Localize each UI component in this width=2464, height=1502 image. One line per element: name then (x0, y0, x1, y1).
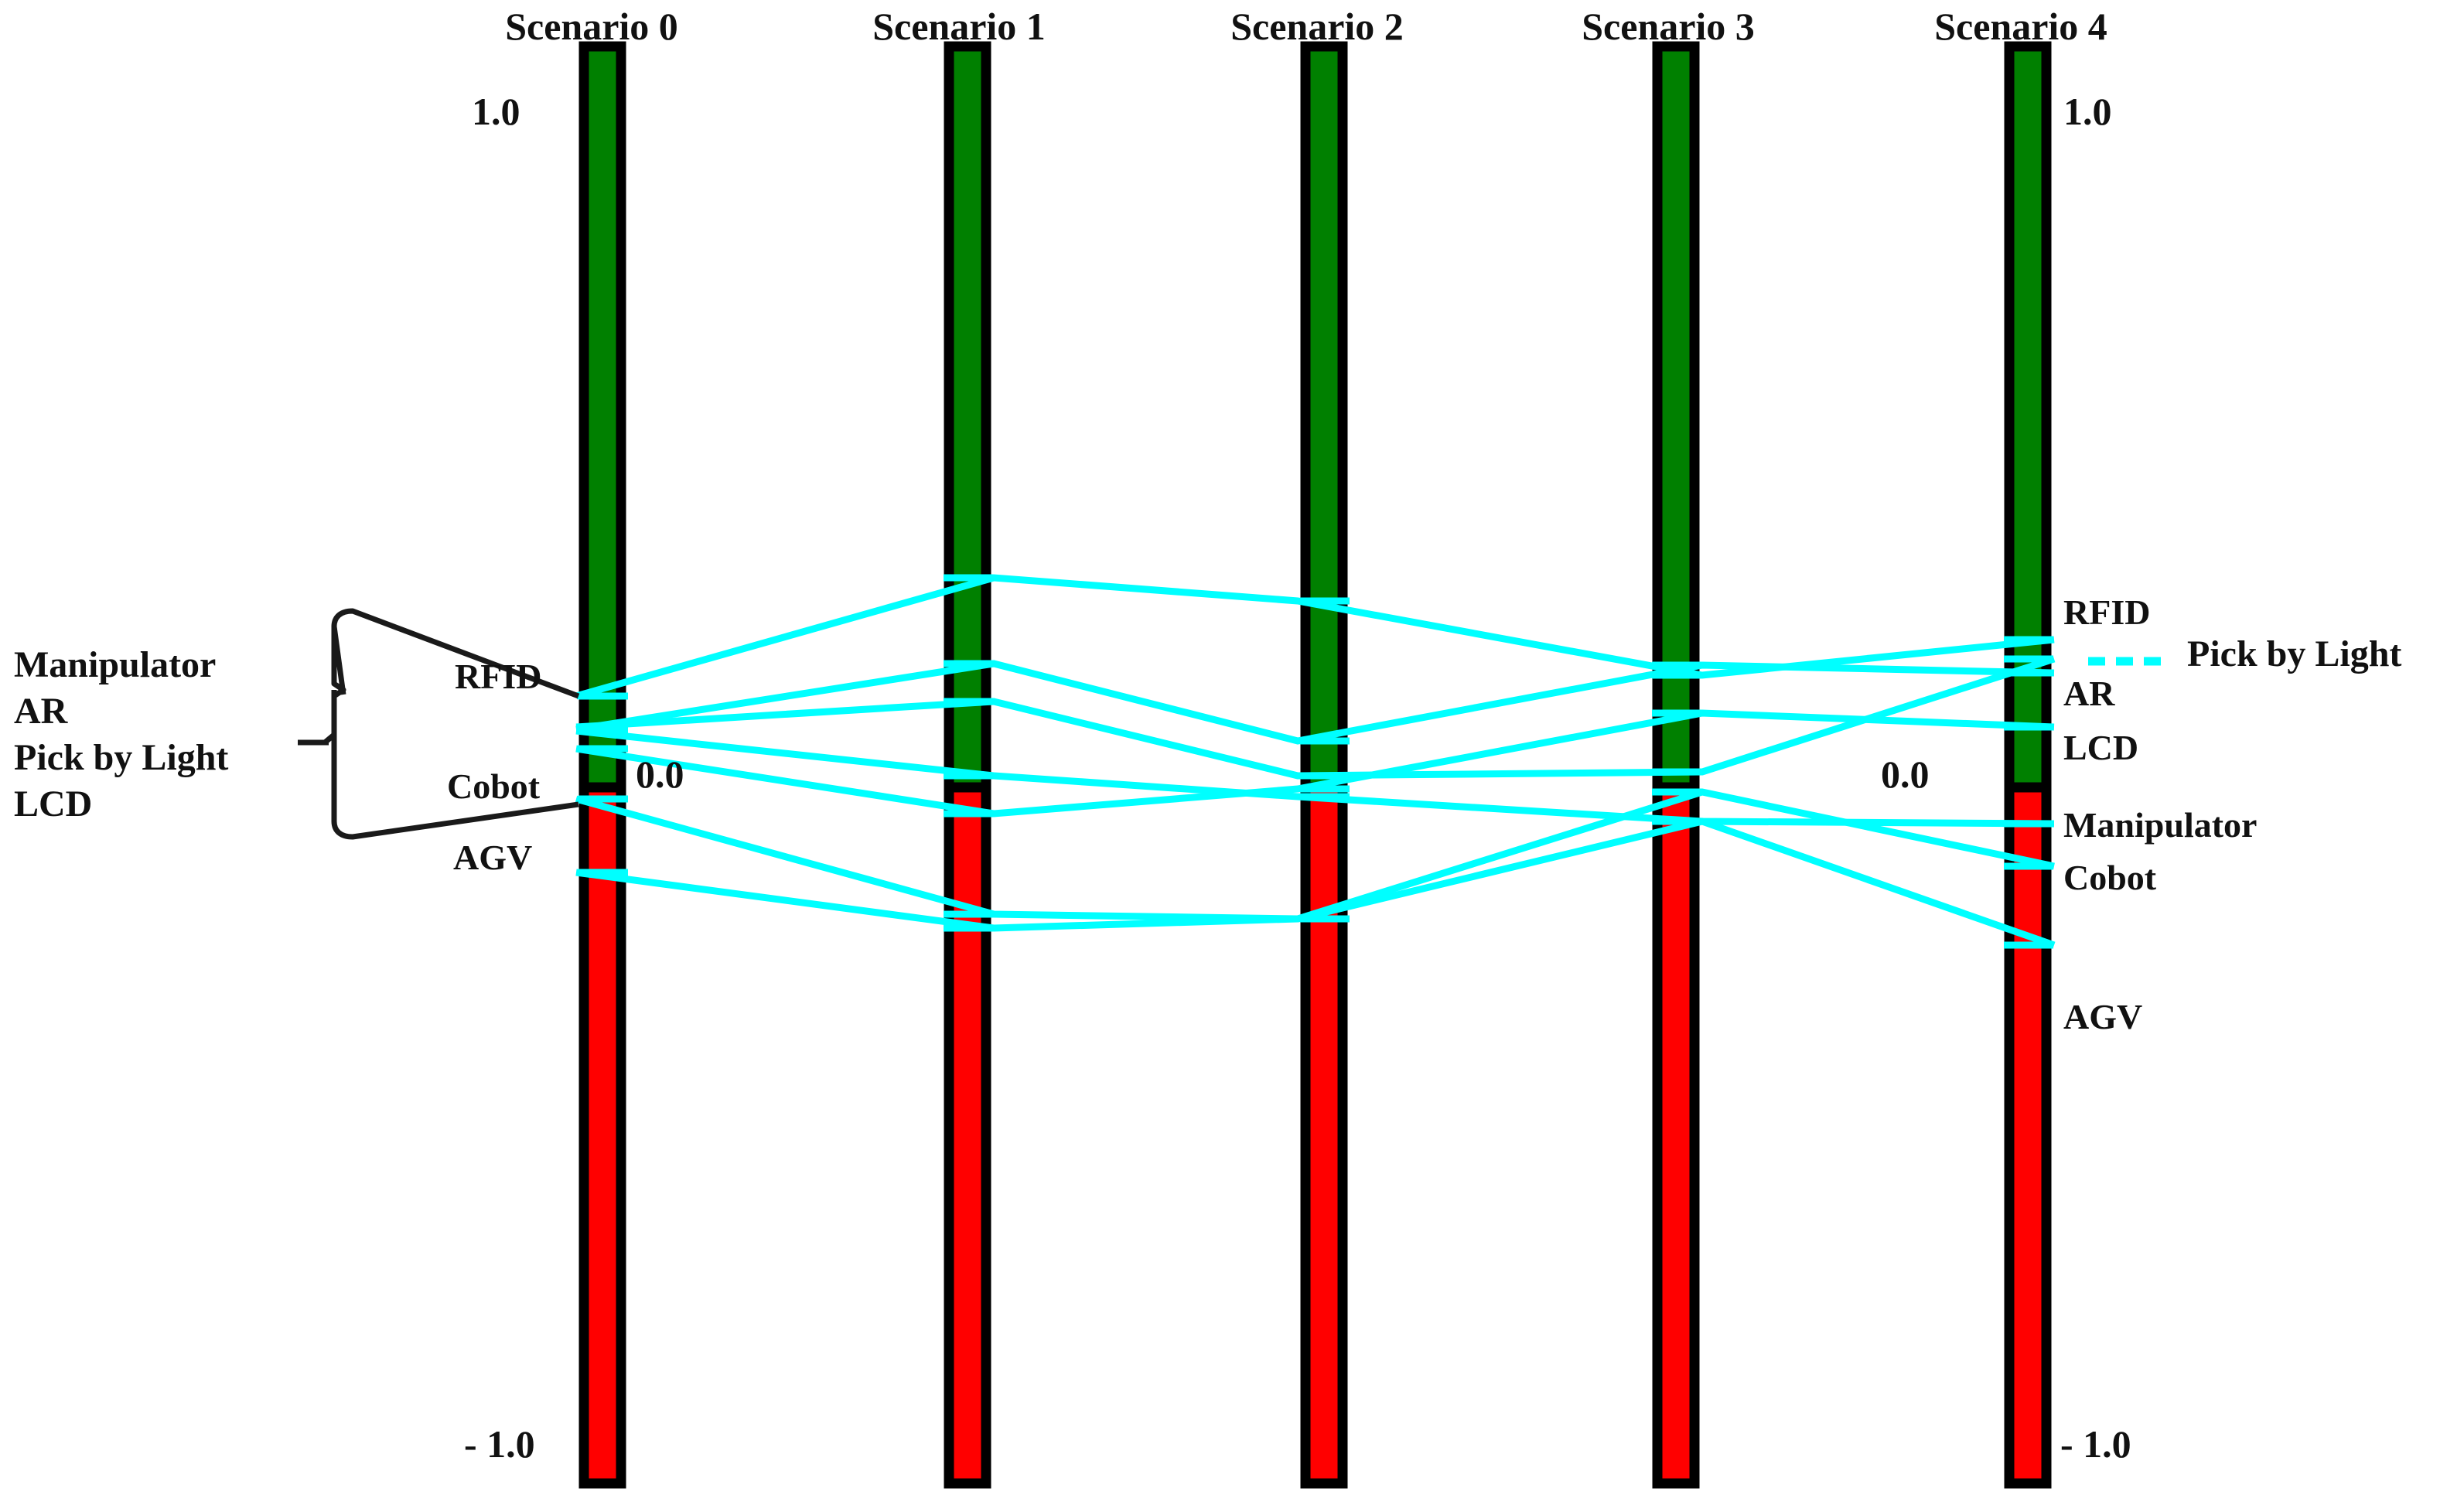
axis-title-scenario-1: Scenario 1 (872, 5, 1046, 48)
tick-label-right-rfid: RFID (2063, 592, 2151, 632)
axis-bar-scenario-3 (1652, 41, 1700, 1489)
series-line-rfid (575, 574, 2055, 700)
tick-label-left-rfid: RFID (455, 657, 542, 696)
series-line-agv (575, 818, 2056, 949)
series-line-pick-by-light (575, 655, 2056, 780)
scale-label-left-top: 1.0 (472, 90, 520, 133)
tick-label-left-agv: AGV (453, 838, 533, 877)
scale-label-right-top: 1.0 (2063, 90, 2112, 133)
scale-label-left-bottom: - 1.0 (464, 1422, 535, 1466)
axis-bar-scenario-0 (578, 41, 626, 1489)
series-line-manipulator (575, 727, 2055, 828)
left-group-item-pick-by-light: Pick by Light (14, 737, 229, 778)
left-group-item-manipulator: Manipulator (14, 644, 217, 685)
scale-label-right-bottom: - 1.0 (2060, 1422, 2131, 1466)
legend-label-pick-by-light: Pick by Light (2187, 633, 2402, 674)
scale-label-right-zero: 0.0 (1881, 753, 1930, 796)
tick-label-left-cobot: Cobot (447, 766, 541, 806)
tick-label-right-lcd: LCD (2063, 728, 2139, 767)
tick-label-right-cobot: Cobot (2063, 858, 2157, 897)
axis-title-scenario-4: Scenario 4 (1934, 5, 2107, 48)
axis-title-scenario-2: Scenario 2 (1230, 5, 1404, 48)
tick-label-right-agv: AGV (2063, 997, 2143, 1036)
left-group-item-lcd: LCD (14, 783, 93, 824)
series-line-lcd (575, 709, 2055, 818)
axis-bar-scenario-2 (1300, 41, 1348, 1489)
tick-label-right-manipulator: Manipulator (2063, 805, 2258, 845)
left-group-item-ar: AR (14, 691, 68, 732)
axis-bar-scenario-1 (944, 41, 991, 1489)
curly-brace-icon (298, 608, 580, 840)
axis-bar-scenario-4 (2004, 41, 2052, 1489)
scale-label-left-zero: 0.0 (636, 753, 684, 796)
axis-title-scenario-0: Scenario 0 (505, 5, 678, 48)
series-line-ar (575, 660, 2055, 745)
axis-title-scenario-3: Scenario 3 (1582, 5, 1755, 48)
tick-label-right-ar: AR (2063, 674, 2115, 713)
